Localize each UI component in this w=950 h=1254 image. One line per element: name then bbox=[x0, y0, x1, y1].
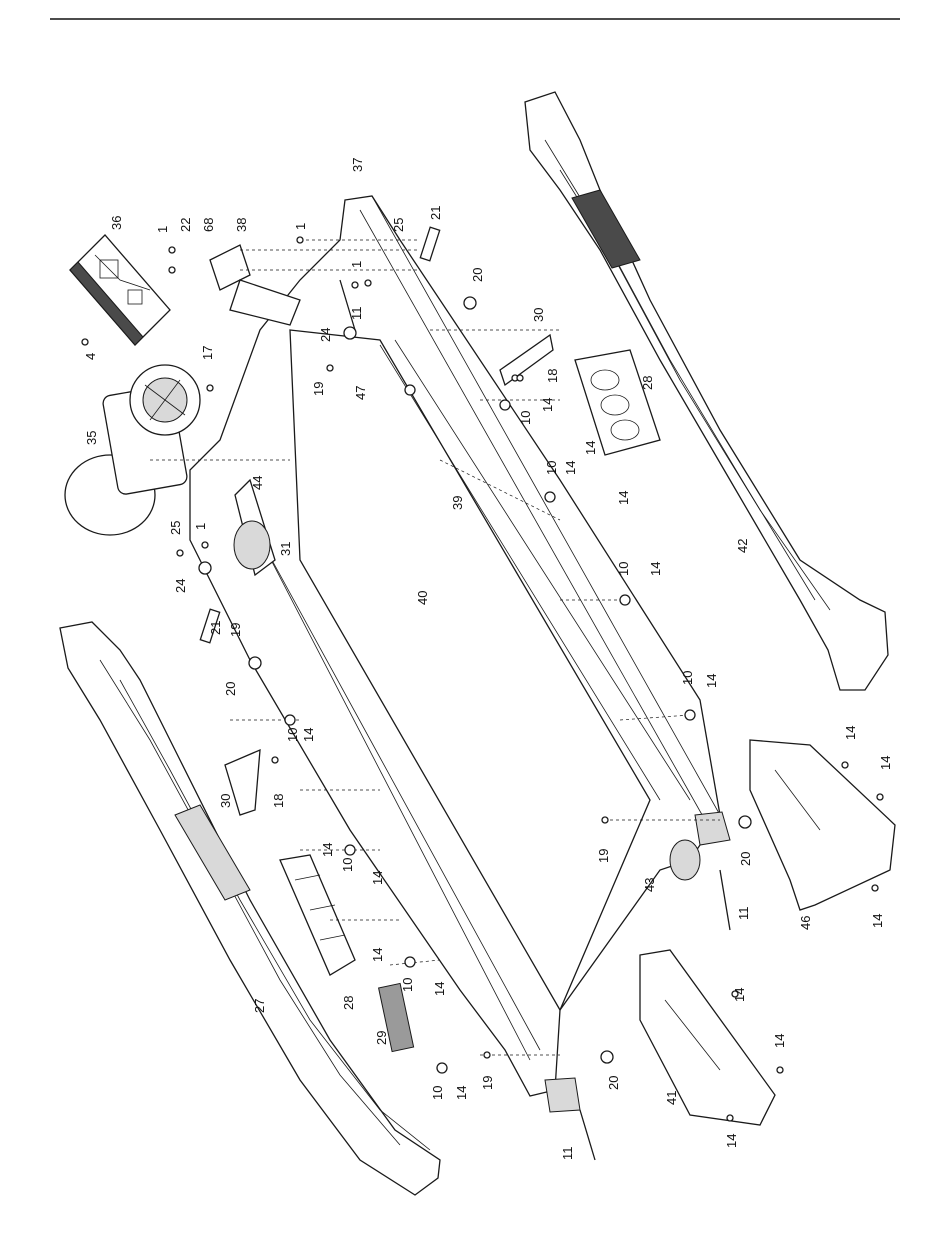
callout-14-n: 14 bbox=[732, 988, 747, 1002]
callout-14-c: 14 bbox=[563, 461, 578, 475]
callout-28-a: 28 bbox=[640, 376, 655, 390]
callout-20-b: 20 bbox=[223, 682, 238, 696]
callout-10-c: 10 bbox=[616, 562, 631, 576]
callout-35: 35 bbox=[84, 431, 99, 445]
motor bbox=[65, 365, 200, 535]
callout-1-d: 1 bbox=[193, 523, 208, 530]
motor-bracket bbox=[210, 245, 300, 325]
callout-20-c: 20 bbox=[738, 852, 753, 866]
callout-14-b: 14 bbox=[583, 441, 598, 455]
callout-18-a: 18 bbox=[545, 369, 560, 383]
callout-14-r: 14 bbox=[724, 1134, 739, 1148]
callout-14-i: 14 bbox=[878, 756, 893, 770]
callout-41: 42 bbox=[735, 539, 750, 553]
callout-37: 38 bbox=[234, 218, 249, 232]
callout-40: 40 bbox=[415, 591, 430, 605]
front-cover-right bbox=[750, 740, 895, 910]
controller-board bbox=[70, 235, 170, 345]
callout-21-b: 21 bbox=[208, 621, 223, 635]
rear-roller bbox=[670, 840, 700, 880]
callout-25-a: 25 bbox=[391, 218, 406, 232]
callout-14-h: 14 bbox=[843, 726, 858, 740]
callout-30-b: 30 bbox=[218, 794, 233, 808]
callout-28-b: 28 bbox=[341, 996, 356, 1010]
front-cover-left bbox=[640, 950, 775, 1125]
callout-43: 41 bbox=[664, 1091, 679, 1105]
callout-25-b: 25 bbox=[168, 521, 183, 535]
callout-68: 68 bbox=[201, 218, 216, 232]
callout-24-a: 24 bbox=[318, 328, 333, 342]
callout-39: 39 bbox=[450, 496, 465, 510]
callout-22: 22 bbox=[178, 218, 193, 232]
callout-14-l: 14 bbox=[870, 914, 885, 928]
callout-17: 17 bbox=[200, 346, 215, 360]
callout-1-b: 1 bbox=[293, 223, 308, 230]
callout-14-m: 14 bbox=[370, 948, 385, 962]
callout-10-e: 10 bbox=[285, 728, 300, 742]
callout-11-c: 11 bbox=[560, 1147, 575, 1161]
callout-20-a: 20 bbox=[470, 268, 485, 282]
callout-19-c: 19 bbox=[596, 849, 611, 863]
callout-1-a: 1 bbox=[155, 226, 170, 233]
callout-42: 43 bbox=[642, 878, 657, 892]
callout-14-e: 14 bbox=[648, 562, 663, 576]
callout-14-g: 14 bbox=[301, 728, 316, 742]
callout-14-q: 14 bbox=[454, 1086, 469, 1100]
callout-31: 31 bbox=[278, 542, 293, 556]
callout-19-b: 19 bbox=[228, 623, 243, 637]
callout-10-b: 10 bbox=[544, 461, 559, 475]
callout-19-a: 19 bbox=[311, 382, 326, 396]
callout-44: 44 bbox=[250, 476, 265, 490]
callout-10-f: 10 bbox=[340, 858, 355, 872]
leveling-foot-left bbox=[280, 855, 355, 975]
callout-18-b: 18 bbox=[271, 794, 286, 808]
callout-14-d: 14 bbox=[616, 491, 631, 505]
callout-27: 27 bbox=[252, 999, 267, 1013]
callout-14-j: 14 bbox=[320, 843, 335, 857]
callout-10-a: 10 bbox=[518, 411, 533, 425]
callout-20-d: 20 bbox=[606, 1076, 621, 1090]
callout-11-a: 11 bbox=[349, 307, 364, 321]
callout-14-k: 14 bbox=[370, 871, 385, 885]
callout-4: 4 bbox=[83, 353, 98, 360]
callout-38: 37 bbox=[350, 158, 365, 172]
callout-47: 47 bbox=[353, 386, 368, 400]
leveling-foot-right bbox=[575, 350, 660, 455]
callout-14-a: 14 bbox=[540, 398, 555, 412]
callout-21-a: 21 bbox=[428, 206, 443, 220]
callout-10-d: 10 bbox=[680, 671, 695, 685]
callout-10-h: 10 bbox=[430, 1086, 445, 1100]
callout-11-b: 11 bbox=[736, 907, 751, 921]
callout-30-a: 30 bbox=[531, 308, 546, 322]
callout-29: 29 bbox=[374, 1031, 389, 1045]
callout-19-d: 19 bbox=[480, 1076, 495, 1090]
callout-14-p: 14 bbox=[772, 1034, 787, 1048]
callout-14-f: 14 bbox=[704, 674, 719, 688]
callout-36: 36 bbox=[109, 216, 124, 230]
callout-1-c: 1 bbox=[349, 261, 364, 268]
callout-24-b: 24 bbox=[173, 579, 188, 593]
callout-10-g: 10 bbox=[400, 978, 415, 992]
callout-46: 46 bbox=[798, 916, 813, 930]
callout-14-o: 14 bbox=[432, 982, 447, 996]
